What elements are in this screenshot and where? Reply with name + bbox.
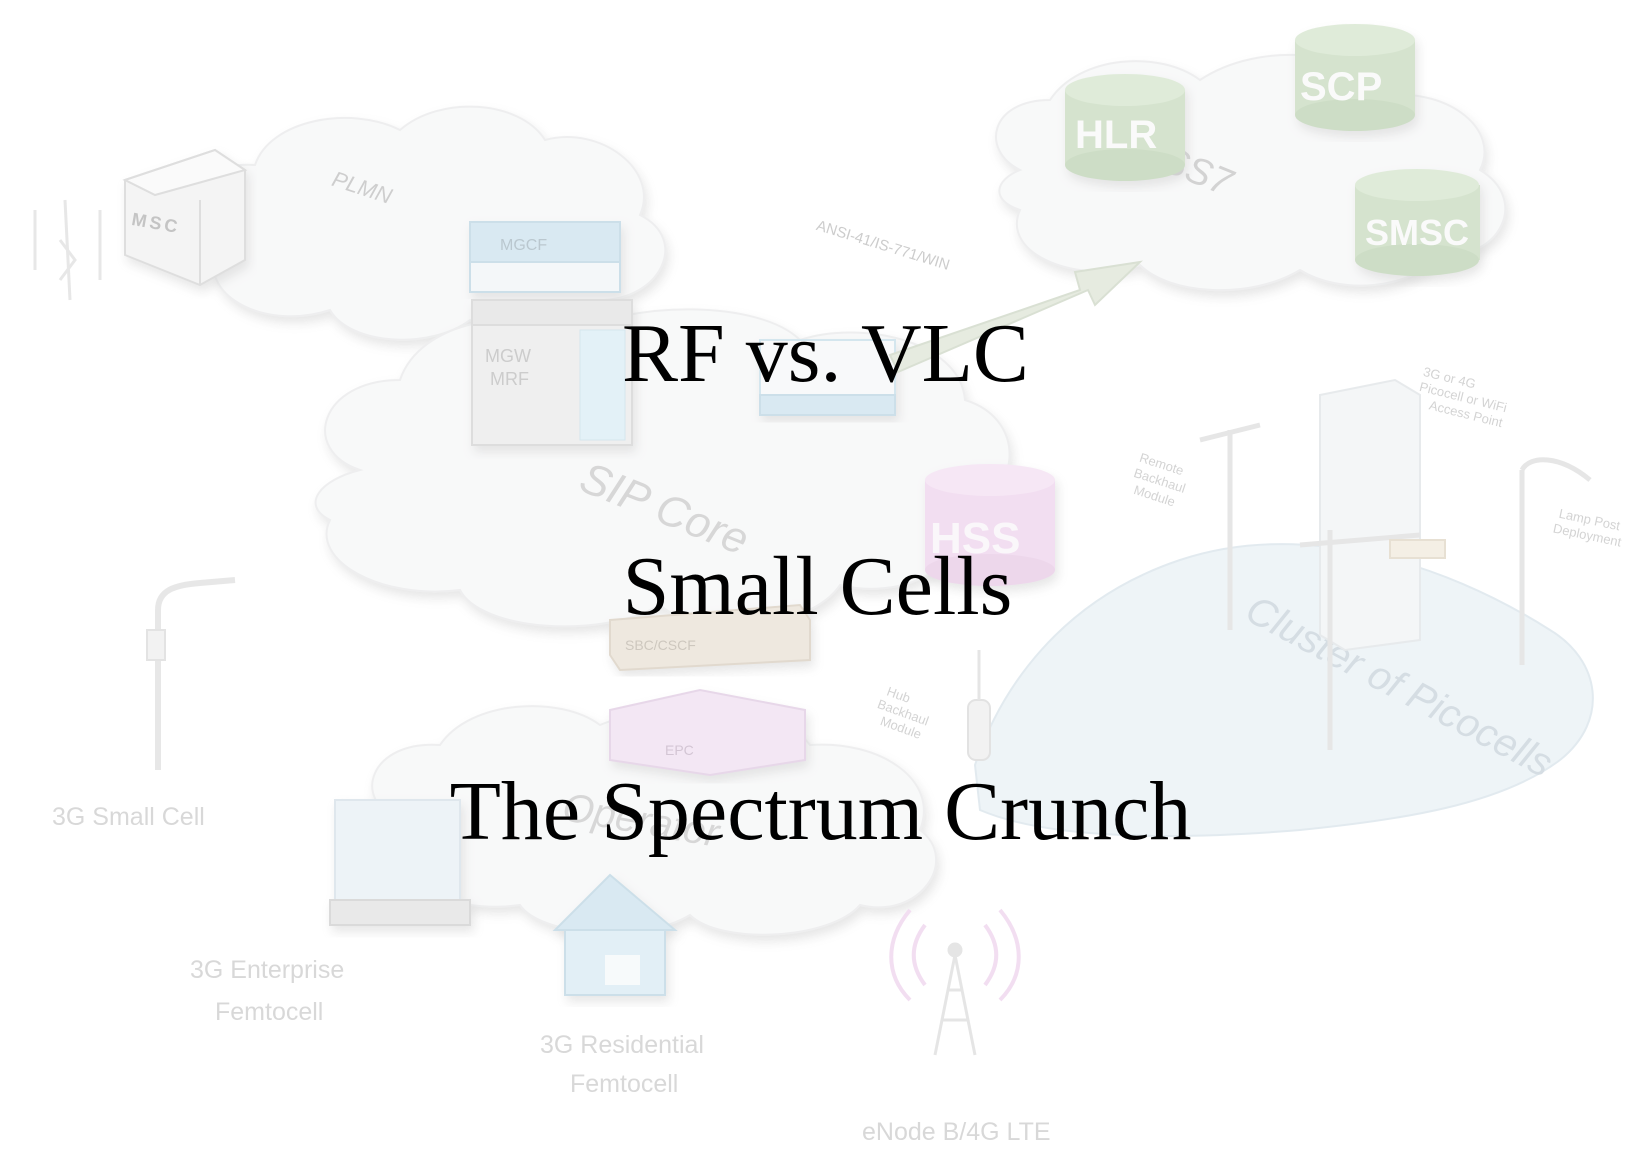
residential-house-icon [552,873,678,996]
hss-label: HSS [930,514,1020,563]
small-cell-label: 3G Small Cell [52,803,205,831]
enodeb-tower-icon [889,908,1021,1056]
msc-box [122,148,248,287]
title-spectrum-crunch: The Spectrum Crunch [449,765,1192,858]
epc-box [609,688,806,777]
operator-cloud [371,705,938,936]
epc-label: EPC [665,742,694,758]
picocell-building [1319,378,1421,652]
mgcf-label: MGCF [500,237,547,254]
hlr-database [1065,74,1185,181]
scp-database [1295,24,1415,131]
title-small-cells: Small Cells [622,540,1013,633]
scp-label: SCP [1300,65,1382,109]
small-cell-pole [146,577,236,770]
enodeb-label: eNode B/4G LTE [862,1118,1051,1146]
residential-label-2: Femtocell [570,1070,678,1098]
picocell-poles [1199,422,1592,750]
mgw-mrf-box [471,299,633,446]
mgw-label: MGW [485,346,531,366]
residential-label-1: 3G Residential [540,1031,704,1059]
enterprise-femtocell-icon [329,799,471,926]
sbc-cscf-label: SBC/CSCF [625,637,696,653]
antenna-icons-left [33,199,102,301]
smsc-label: SMSC [1365,212,1469,253]
hlr-label: HLR [1075,113,1157,157]
enterprise-label-2: Femtocell [215,998,323,1026]
hub-backhaul-module [967,650,991,761]
ansi-arrow [888,260,1143,374]
enterprise-label-1: 3G Enterprise [190,956,344,984]
mrf-label: MRF [490,369,529,389]
hss-database [925,464,1055,586]
title-rf-vs-vlc: RF vs. VLC [622,307,1029,400]
picocell-area [973,543,1594,837]
sbc-cscf-box [609,603,811,672]
mgcf-box [469,221,621,293]
traffic-light-icon [1389,539,1446,559]
smsc-database [1355,169,1480,276]
gateway-box [759,339,896,416]
